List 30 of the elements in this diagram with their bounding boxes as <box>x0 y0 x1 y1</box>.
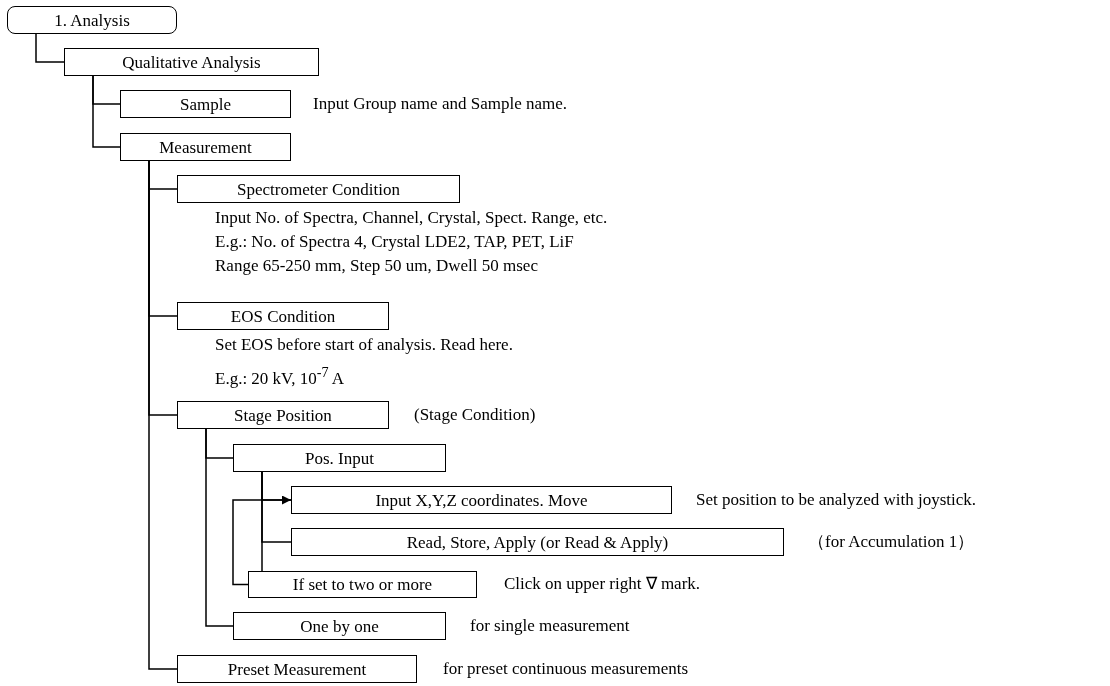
note-text: (Stage Condition) <box>414 405 536 426</box>
note-text: Input No. of Spectra, Channel, Crystal, Spect. Range, etc. <box>215 208 608 229</box>
note-text: E.g.: No. of Spectra 4, Crystal LDE2, TAP, PET, LiF <box>215 232 574 253</box>
note-text: E.g.: 20 kV, 10$^{-7}$ A <box>215 364 345 390</box>
process-box: Read, Store, Apply (or Read & Apply) <box>291 528 784 556</box>
process-box: One by one <box>233 612 446 640</box>
process-box: Preset Measurement <box>177 655 417 683</box>
process-box: Qualitative Analysis <box>64 48 319 76</box>
note-text: Range 65-250 mm, Step 50 um, Dwell 50 msec <box>215 256 538 277</box>
process-box: Stage Position <box>177 401 389 429</box>
note-text: Input Group name and Sample name. <box>313 94 567 115</box>
note-text: （for Accumulation 1） <box>808 532 975 553</box>
note-text: for preset continuous measurements <box>443 659 688 680</box>
connector-line <box>92 75 121 148</box>
process-box: Pos. Input <box>233 444 446 472</box>
note-text: Set EOS before start of analysis. Read here. <box>215 335 513 356</box>
note-text: Set position to be analyzed with joystick. <box>696 490 976 511</box>
process-box: Sample <box>120 90 291 118</box>
process-box: Input X,Y,Z coordinates. Move <box>291 486 672 514</box>
note-text: for single measurement <box>470 616 630 637</box>
connector-line <box>205 428 234 627</box>
process-box: EOS Condition <box>177 302 389 330</box>
process-box: Spectrometer Condition <box>177 175 460 203</box>
rounded-box: 1. Analysis <box>7 6 177 34</box>
connector-line <box>35 33 65 63</box>
arrow <box>232 495 292 586</box>
connector-line <box>261 471 263 572</box>
process-box: If set to two or more <box>248 571 477 598</box>
note-text: Click on upper right ∇ mark. <box>504 574 701 595</box>
process-box: Measurement <box>120 133 291 161</box>
